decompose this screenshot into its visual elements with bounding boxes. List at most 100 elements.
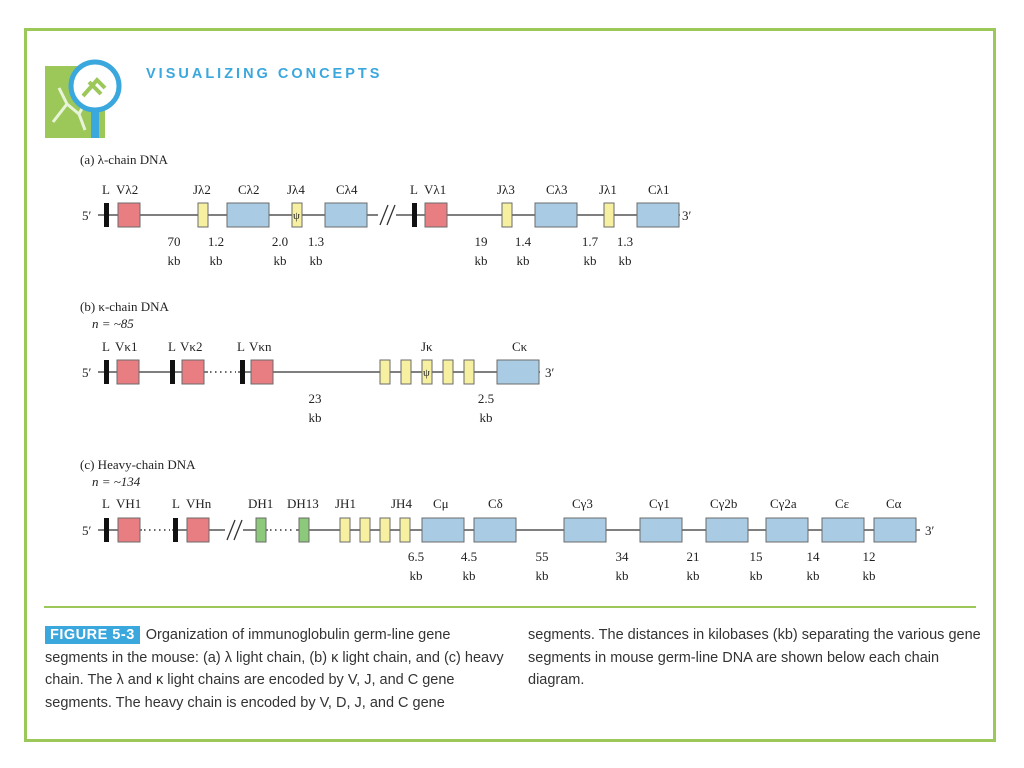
label: VHn [186, 496, 212, 511]
break-slash [379, 204, 389, 226]
label: Vλ2 [116, 182, 138, 197]
caption-right: segments. The distances in kilobases (kb… [528, 627, 981, 688]
panel-b-3prime: 3′ [545, 365, 555, 380]
distance: 1.2 [208, 234, 224, 249]
label: Cδ [488, 496, 503, 511]
c-segment-cl3 [534, 202, 578, 228]
unit: kb [517, 253, 530, 268]
unit: kb [536, 568, 549, 583]
distance: 1.3 [617, 234, 633, 249]
leader-segment [104, 518, 109, 542]
label: Cκ [512, 339, 528, 354]
c-segment-cl4 [324, 202, 368, 228]
unit: kb [480, 410, 493, 425]
unit: kb [807, 568, 820, 583]
unit: kb [584, 253, 597, 268]
unit: kb [687, 568, 700, 583]
label: Vλ1 [424, 182, 446, 197]
j-segment [442, 359, 454, 385]
label: Jλ4 [287, 182, 305, 197]
pseudogene-mark: ψ [423, 367, 430, 379]
distance: 2.0 [272, 234, 288, 249]
v-segment-vk2 [181, 359, 205, 385]
panel-c-count: n = ~134 [92, 474, 141, 489]
unit: kb [616, 568, 629, 583]
label: Cμ [433, 496, 449, 511]
label: Cγ2a [770, 496, 797, 511]
label: L [102, 182, 110, 197]
panel-b-count: n = ~85 [92, 316, 134, 331]
label: Cα [886, 496, 902, 511]
break-slash [386, 204, 396, 226]
label: L [237, 339, 245, 354]
pseudogene-mark: ψ [293, 210, 300, 222]
j-segment [463, 359, 475, 385]
c-segment-cdelta [473, 517, 517, 543]
distance: 14 [807, 549, 821, 564]
figure-label: FIGURE 5-3 [45, 626, 140, 644]
j-segment [339, 517, 351, 543]
j-segment-jl1 [603, 202, 615, 228]
break-slash [233, 519, 243, 541]
panel-a-title: (a) λ-chain DNA [80, 152, 168, 167]
leader-segment [104, 360, 109, 384]
panel-c-5prime: 5′ [82, 523, 92, 538]
panel-a-5prime: 5′ [82, 208, 92, 223]
unit: kb [463, 568, 476, 583]
label: Cλ4 [336, 182, 358, 197]
panel-b-title: (b) κ-chain DNA [80, 299, 169, 314]
leader-segment [173, 518, 178, 542]
label: Cγ3 [572, 496, 593, 511]
v-segment-vkn [250, 359, 274, 385]
label: JH1 [335, 496, 356, 511]
j-segment-pseudo [421, 359, 433, 385]
j-segment-jl2 [197, 202, 209, 228]
label: Cλ3 [546, 182, 567, 197]
unit: kb [750, 568, 763, 583]
label: L [410, 182, 418, 197]
panel-b-5prime: 5′ [82, 365, 92, 380]
j-segment-jl4 [291, 202, 303, 228]
section-title: VISUALIZING CONCEPTS [146, 66, 383, 82]
unit: kb [863, 568, 876, 583]
j-segment [379, 517, 391, 543]
label: Jκ [421, 339, 433, 354]
c-segment-cg3 [563, 517, 607, 543]
dotted-gap [208, 368, 238, 376]
c-segment-cg2b [705, 517, 749, 543]
label: DH1 [248, 496, 273, 511]
distance: 1.3 [308, 234, 324, 249]
label: Vκ1 [115, 339, 137, 354]
distance: 4.5 [461, 549, 477, 564]
unit: kb [210, 253, 223, 268]
dotted-gap [268, 526, 296, 534]
label: Jλ1 [599, 182, 617, 197]
panel-c-3prime: 3′ [925, 523, 935, 538]
label: L [168, 339, 176, 354]
d-segment-dh13 [298, 517, 310, 543]
distance: 55 [536, 549, 549, 564]
c-segment-cg1 [639, 517, 683, 543]
v-segment-vl1 [424, 202, 448, 228]
unit: kb [274, 253, 287, 268]
label: Cγ2b [710, 496, 737, 511]
label: Vκ2 [180, 339, 202, 354]
label: Cλ2 [238, 182, 259, 197]
d-segment-dh1 [255, 517, 267, 543]
label: L [102, 496, 110, 511]
label: DH13 [287, 496, 319, 511]
figure-frame [24, 28, 996, 742]
c-segment-ck [496, 359, 540, 385]
distance: 19 [475, 234, 488, 249]
v-segment-vk1 [116, 359, 140, 385]
caption-text-left: Organization of immunoglobulin germ-line… [45, 627, 504, 711]
distance: 12 [863, 549, 876, 564]
caption-divider [44, 606, 976, 608]
j-segment [359, 517, 371, 543]
j-segment-jl3 [501, 202, 513, 228]
panel-c-title: (c) Heavy-chain DNA [80, 457, 196, 472]
leader-segment [240, 360, 245, 384]
leader-segment [104, 203, 109, 227]
unit: kb [168, 253, 181, 268]
